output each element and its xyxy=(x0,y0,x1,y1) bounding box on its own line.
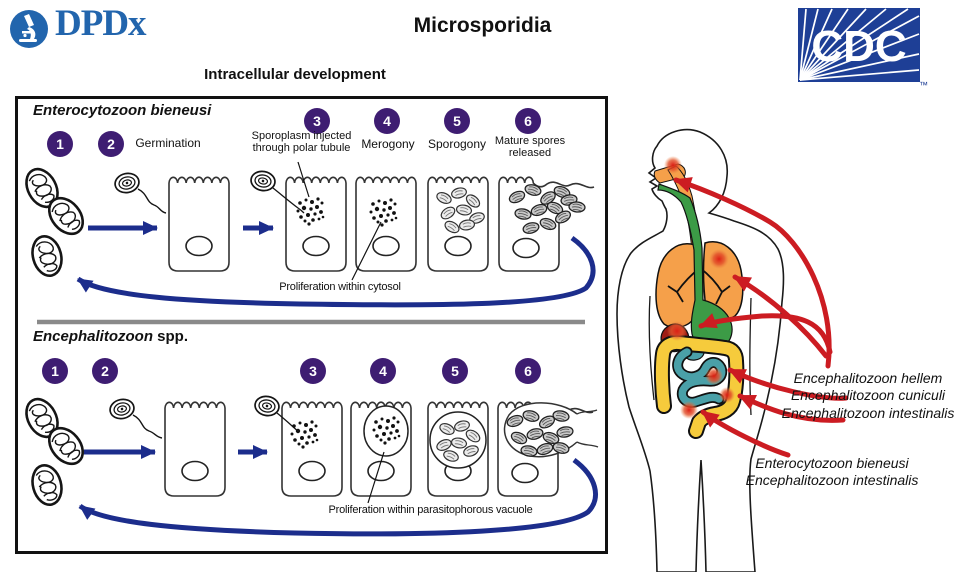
torn-membrane-lines xyxy=(576,409,599,448)
step-circle-top-1: 1 xyxy=(47,131,73,157)
pointer-line-cytosol xyxy=(351,221,382,281)
host-cell-top-2 xyxy=(285,176,347,272)
microscope-icon xyxy=(10,10,48,48)
step-circle-top-3: 3 xyxy=(304,108,330,134)
species-suffix: spp. xyxy=(153,328,189,345)
top-injection-spore xyxy=(248,168,305,214)
pointer-line-sporoplasm xyxy=(297,161,310,198)
step-circle-top-6: 6 xyxy=(515,108,541,134)
step-circle-bottom-4: 4 xyxy=(370,358,396,384)
step-label-merogony: Merogony xyxy=(361,137,415,151)
label-encephalitozoon-cuniculi: Encephalitozoon cuniculi xyxy=(790,387,946,403)
dpdx-logo: DPDx xyxy=(8,3,147,45)
proliferation-label-top: Proliferation within cytosol xyxy=(279,281,401,293)
return-arrow-bottom xyxy=(78,457,598,537)
infection-arrow-gallbladder xyxy=(698,313,833,355)
parasitophorous-vacuole-merogony xyxy=(363,405,409,457)
top-row-spore-cluster xyxy=(18,162,91,281)
host-cell-top-1 xyxy=(168,176,230,272)
infection-dot-rectum xyxy=(680,401,698,419)
infection-arrow-colon xyxy=(737,393,846,423)
label-encephalitozoon-hellem: Encephalitozoon hellem xyxy=(793,370,943,386)
host-cell-top-3 xyxy=(355,176,417,272)
species-title-encephalitozoon: Encephalitozoon spp. xyxy=(33,328,188,345)
dpdx-wordmark: DPDx xyxy=(55,3,147,44)
cdc-wordmark: CDC xyxy=(811,22,906,71)
step-circle-bottom-1: 1 xyxy=(42,358,68,384)
species-title-enterocytozoon: Enterocytozoon bieneusi xyxy=(33,102,212,119)
infection-dot-gallbladder xyxy=(667,321,687,341)
label-enterocytozoon-bieneusi: Enterocytozoon bieneusi xyxy=(755,455,909,471)
cdc-trademark: ™ xyxy=(919,80,928,90)
step-label-sporoplasm: Sporoplasm injected through polar tubule xyxy=(251,130,352,155)
infection-dot-small-intestine xyxy=(705,367,723,385)
step-circle-bottom-6: 6 xyxy=(515,358,541,384)
infection-dots xyxy=(664,156,735,419)
step-circle-top-2: 2 xyxy=(98,131,124,157)
cdc-logo-graphic: CDC ™ xyxy=(798,8,928,90)
step-label-sporogony: Sporogony xyxy=(427,137,487,151)
proliferation-label-bottom: Proliferation within parasitophorous vac… xyxy=(328,504,533,516)
subtitle: Intracellular development xyxy=(204,66,386,83)
pointer-line-vacuole xyxy=(367,451,385,504)
step-circle-bottom-5: 5 xyxy=(442,358,468,384)
top-germinating-spore xyxy=(112,170,167,214)
species-italic-part: Encephalitozoon xyxy=(33,328,153,345)
step-label-mature-spores: Mature spores released xyxy=(494,135,566,160)
page-title: Microsporidia xyxy=(413,14,552,37)
return-arrow-top xyxy=(76,235,596,308)
step-circle-top-4: 4 xyxy=(374,108,400,134)
step-circle-bottom-2: 2 xyxy=(92,358,118,384)
infection-arrow-small-intestine xyxy=(727,367,849,401)
step-circle-bottom-3: 3 xyxy=(300,358,326,384)
step-circle-top-5: 5 xyxy=(444,108,470,134)
step-label-germination: Germination xyxy=(135,136,201,150)
infection-arrow-sinus xyxy=(673,177,832,369)
infection-arrow-rectum xyxy=(700,409,791,458)
host-cell-bottom-1 xyxy=(164,401,226,497)
infection-dot-sinus xyxy=(664,156,682,174)
infection-arrows xyxy=(673,177,849,458)
infection-dot-lung xyxy=(709,249,729,269)
host-cell-bottom-2 xyxy=(281,401,343,497)
label-encephalitozoon-intestinalis-2: Encephalitozoon intestinalis xyxy=(745,472,919,488)
label-encephalitozoon-intestinalis-1: Encephalitozoon intestinalis xyxy=(781,405,955,421)
bottom-germinating-spore xyxy=(107,396,163,439)
bottom-row-spore-cluster xyxy=(18,392,91,510)
infection-dot-colon xyxy=(719,387,735,403)
